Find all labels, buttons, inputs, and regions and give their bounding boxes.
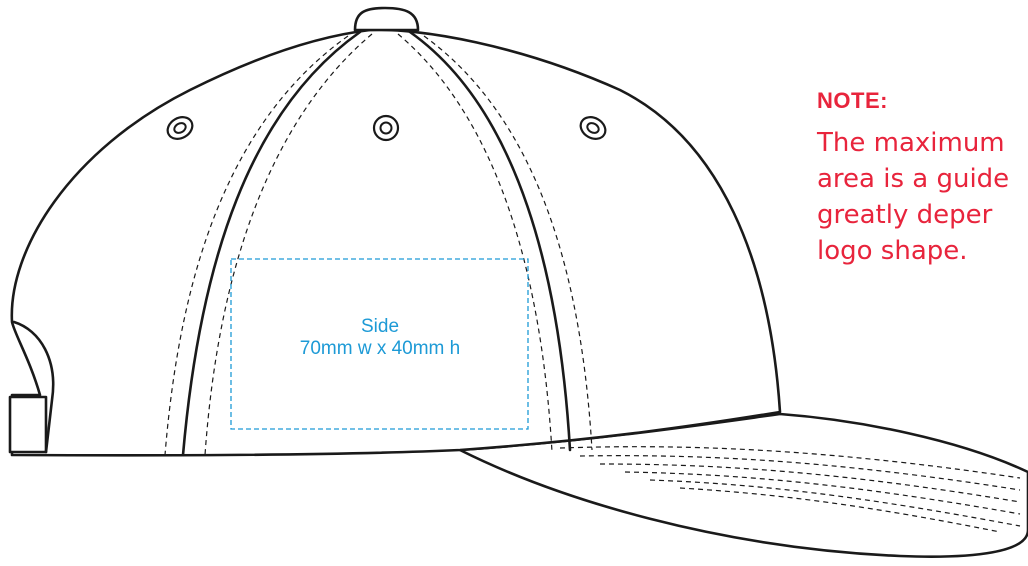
eyelet-icon <box>372 114 400 142</box>
note-line-3: greatly deper <box>817 200 993 230</box>
print-area-size: 70mm w x 40mm h <box>299 338 461 359</box>
eyelet-icon <box>166 116 194 140</box>
eyelet-icon <box>579 116 607 140</box>
panel-seam-left <box>181 30 362 457</box>
print-area-position: Side <box>360 316 400 337</box>
note-line-2: area is a guide <box>817 164 1010 194</box>
panel-seam-right <box>408 30 572 452</box>
cap-crown <box>10 28 782 457</box>
seam-stitching <box>164 33 593 456</box>
note-line-1: The maximum <box>817 128 1005 158</box>
top-button <box>353 6 420 32</box>
print-area-box <box>230 258 529 430</box>
back-strap <box>8 395 48 454</box>
print-area-label: Side 70mm w x 40mm h <box>232 316 528 360</box>
note-line-4: logo shape. <box>817 236 968 266</box>
back-seam <box>12 320 55 454</box>
note-title: NOTE: <box>817 88 888 113</box>
